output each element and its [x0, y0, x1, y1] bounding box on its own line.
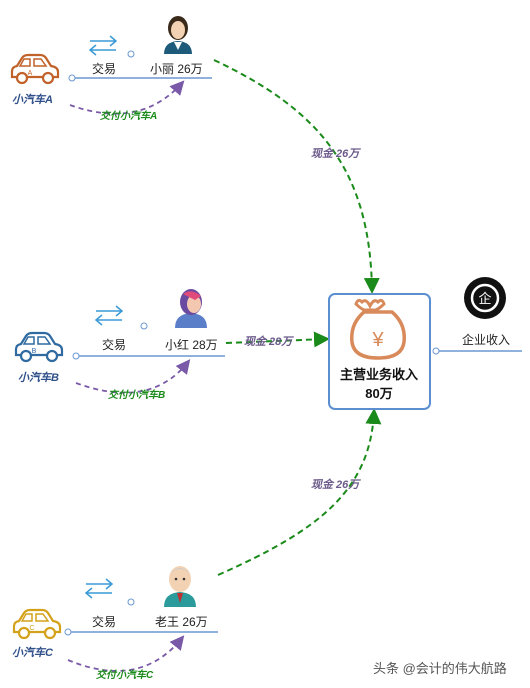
car-letter: C: [29, 625, 34, 632]
center-title: 主营业务收入: [340, 367, 418, 382]
deliver-label: 交付小汽车B: [108, 389, 165, 401]
cash-label: 现金 26万: [311, 147, 361, 160]
cash-label: 现金 28万: [244, 335, 294, 348]
trade-label: 交易: [92, 61, 116, 76]
car-c-icon: C: [12, 608, 62, 640]
trade-label: 交易: [102, 337, 126, 352]
center-amount: 80万: [365, 386, 392, 401]
connector-dot: [68, 74, 76, 82]
car-label: 小汽车B: [18, 371, 59, 384]
watermark: 头条 @会计的伟大航路: [373, 661, 507, 676]
person-label: 小丽 26万: [150, 62, 203, 76]
old-man-avatar-icon: [164, 566, 196, 607]
connector-dot: [64, 628, 72, 636]
person-label: 小红 28万: [165, 337, 218, 352]
row-b: B 小汽车B 交易 小红 28万 交付小汽车B: [14, 289, 225, 401]
deliver-arrow: [69, 80, 185, 115]
cash-label: 现金 26万: [311, 478, 361, 491]
woman-avatar-icon: [164, 16, 192, 54]
car-label: 小汽车A: [12, 93, 53, 106]
cash-arrow: [225, 331, 330, 348]
currency-symbol: ¥: [371, 329, 384, 351]
enterprise-symbol: 企: [478, 291, 491, 306]
car-letter: B: [32, 348, 37, 355]
connector-dot: [72, 352, 80, 360]
revenue-label: 企业收入: [462, 332, 510, 347]
girl-avatar-icon: [175, 289, 207, 328]
cash-arrow: [217, 408, 382, 576]
connector-dot: [127, 50, 135, 58]
connector-dot: [140, 322, 148, 330]
person-label: 老王 26万: [155, 615, 208, 629]
deliver-arrow: [67, 635, 185, 672]
money-bag-icon: ¥: [350, 298, 406, 360]
car-label: 小汽车C: [12, 646, 54, 659]
connector-dot: [432, 347, 440, 355]
enterprise-icon: 企: [464, 277, 506, 319]
deliver-label: 交付小汽车A: [100, 110, 157, 122]
deliver-label: 交付小汽车C: [96, 669, 154, 681]
exchange-icon: [88, 35, 118, 56]
row-a: A 小汽车A 交易 小丽 26万 交付小汽车A: [10, 16, 212, 122]
exchange-icon: [84, 578, 114, 599]
car-letter: A: [28, 70, 33, 77]
deliver-arrow: [75, 359, 191, 394]
exchange-icon: [94, 305, 124, 326]
connector-dot: [127, 598, 135, 606]
cash-arrow: [213, 59, 380, 294]
trade-label: 交易: [92, 614, 116, 629]
main-revenue-box: ¥ 主营业务收入 80万: [328, 293, 431, 410]
car-a-icon: A: [10, 53, 60, 85]
car-b-icon: B: [14, 331, 64, 363]
row-c: C 小汽车C 交易 老王 26万 交付小汽车C: [12, 566, 218, 681]
